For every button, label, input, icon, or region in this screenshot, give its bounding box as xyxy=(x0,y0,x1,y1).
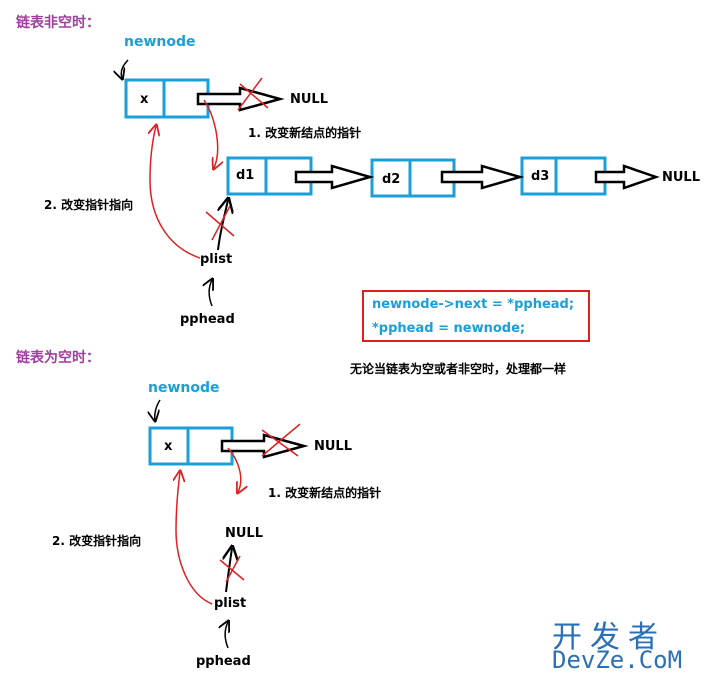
newnode-pointer-arrow xyxy=(121,59,129,78)
watermark-cn: 开发者 xyxy=(552,620,666,655)
top-step2-curve xyxy=(150,126,201,259)
note-text: 无论当链表为空或者非空时，处理都一样 xyxy=(350,362,567,376)
top-heading: 链表非空时： xyxy=(16,15,100,31)
node-d2-label: d2 xyxy=(382,172,401,187)
bottom-step1-label: 1. 改变新结点的指针 xyxy=(268,486,382,500)
bottom-step2-curve xyxy=(176,472,213,605)
top-x-node xyxy=(124,78,210,119)
bottom-newnode-pointer-arrow xyxy=(155,399,161,420)
node-d1-label: d1 xyxy=(236,168,255,183)
bottom-null-mid: NULL xyxy=(225,526,264,541)
bottom-x-node xyxy=(148,426,234,466)
bottom-plist-arrow xyxy=(226,548,232,593)
bottom-heading: 链表为空时： xyxy=(16,350,100,366)
bottom-x-label: x xyxy=(164,439,173,454)
bottom-plist-label: plist xyxy=(214,596,247,611)
code-line-2: *pphead = newnode; xyxy=(372,321,526,336)
code-line-1: newnode->next = *pphead; xyxy=(372,297,575,312)
arrow-d3-null xyxy=(594,164,660,190)
top-null-right: NULL xyxy=(290,92,329,107)
bottom-plist-cross xyxy=(219,555,245,583)
top-plist-label: plist xyxy=(200,252,233,267)
watermark-en: DevZe.CoM xyxy=(552,646,683,674)
top-step2-label: 2. 改变指针指向 xyxy=(44,198,134,212)
top-step1-label: 1. 改变新结点的指针 xyxy=(248,126,362,140)
top-plist-cross xyxy=(205,205,235,241)
arrow-d1-d2 xyxy=(294,164,375,190)
top-x-label: x xyxy=(140,92,149,107)
arrow-d2-d3 xyxy=(440,164,525,190)
top-null-end: NULL xyxy=(662,170,701,185)
top-step1-curve xyxy=(203,99,218,168)
top-pphead-label: pphead xyxy=(180,312,235,327)
code-box xyxy=(362,290,590,342)
bottom-pphead-label: pphead xyxy=(196,654,251,669)
bottom-pphead-arrow xyxy=(225,622,228,649)
bottom-step1-curve xyxy=(227,447,241,492)
top-newnode-label: newnode xyxy=(124,34,196,50)
bottom-step2-label: 2. 改变指针指向 xyxy=(52,534,142,548)
top-x-null-cross xyxy=(237,77,269,111)
bottom-null-right: NULL xyxy=(314,439,353,454)
bottom-x-null-cross xyxy=(261,423,301,457)
node-d3-label: d3 xyxy=(531,169,550,184)
top-x-to-null-arrow xyxy=(196,86,285,112)
top-pphead-arrow xyxy=(209,280,212,307)
bottom-x-to-null-arrow xyxy=(220,433,309,459)
bottom-newnode-label: newnode xyxy=(148,380,220,396)
